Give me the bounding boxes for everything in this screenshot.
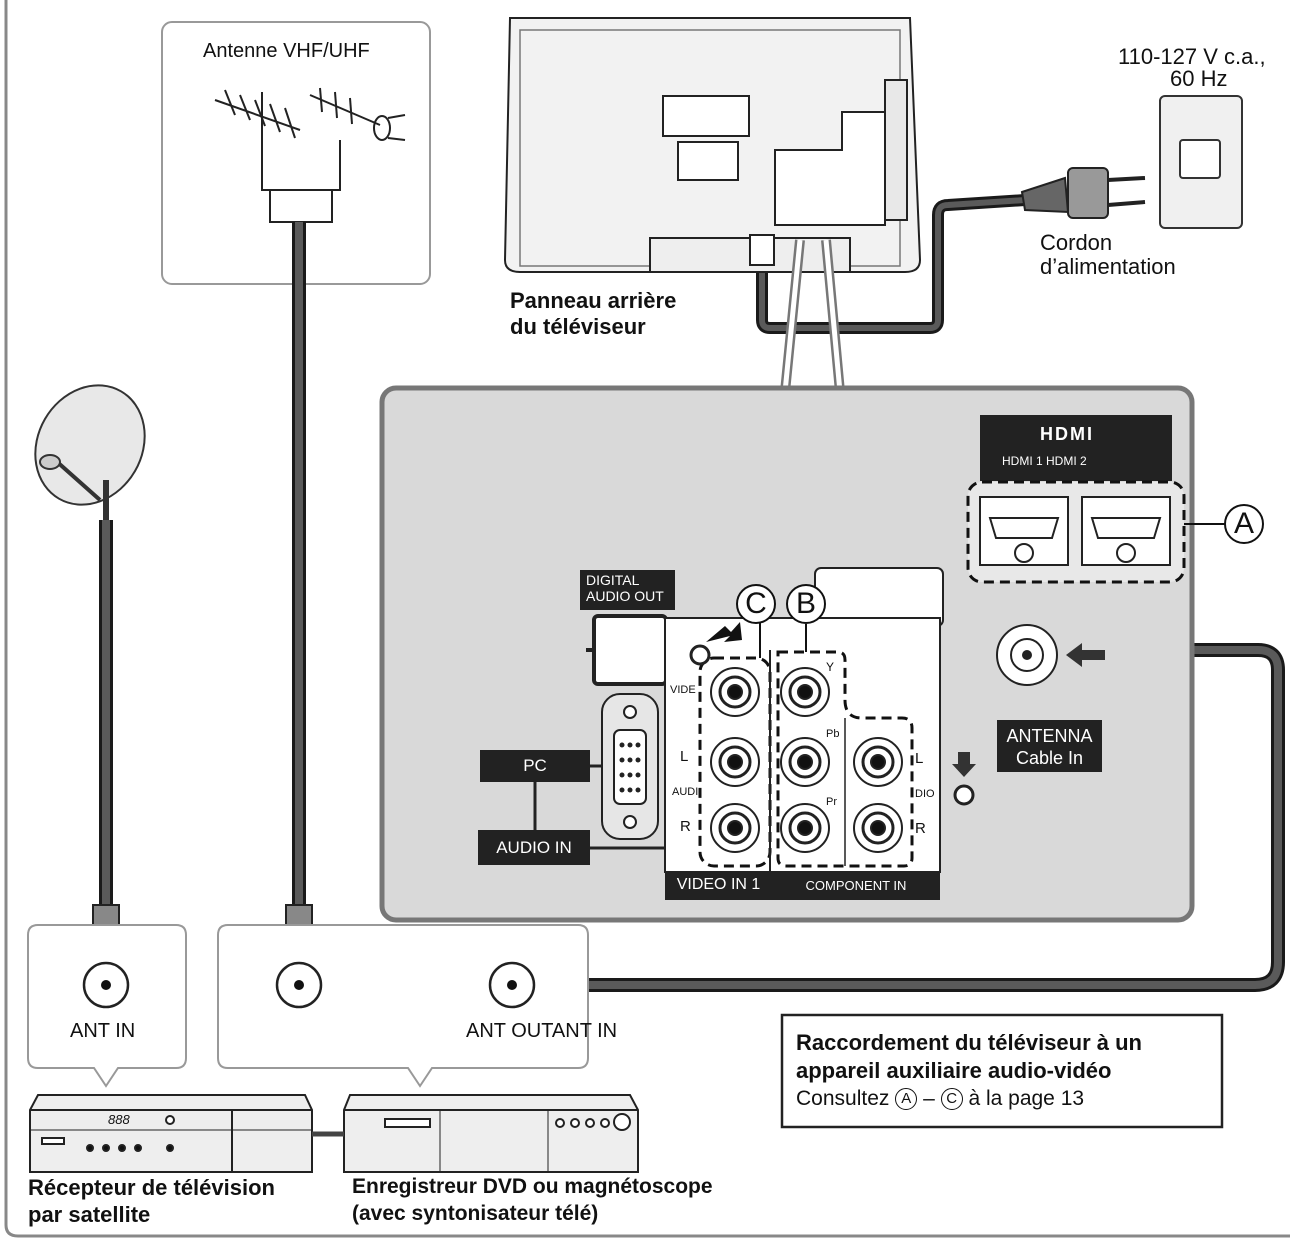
callout-b: B [786, 584, 826, 624]
rear-panel-line2: du téléviseur [510, 314, 646, 339]
dvd-recorder-line2: (avec syntonisateur télé) [352, 1202, 599, 1225]
antenna-icon [214, 87, 406, 191]
note-title-line1: Raccordement du téléviseur à un [796, 1030, 1142, 1055]
dvd-recorder-device [343, 1094, 639, 1173]
outlet-socket [1179, 139, 1221, 179]
antenna-label: Antenne VHF/UHF [203, 40, 370, 62]
port-r-left: R [680, 818, 691, 835]
zoom-callout-inner [782, 239, 843, 393]
coax-jacks-bottom [82, 961, 536, 1009]
video-in-1-label: VIDEO IN 1 [676, 876, 761, 893]
pc-label: PC [523, 756, 547, 775]
digital-audio-line1: DIGITAL [586, 572, 640, 588]
satellite-receiver-device [29, 1094, 313, 1173]
video-in-1-label-bg [665, 872, 772, 900]
hdmi-ports-label: HDMI 1 HDMI 2 [1002, 454, 1087, 468]
antenna-combiner [269, 189, 333, 223]
outer-frame [4, 0, 1290, 1238]
component-in-label: COMPONENT IN [805, 878, 907, 893]
note-page: à la page 13 [968, 1087, 1085, 1110]
pc-vga-port [601, 693, 659, 840]
antenna-cable-in-line2: Cable In [1015, 748, 1084, 768]
port-l-left: L [680, 748, 689, 765]
component-in-label-bg [772, 872, 940, 900]
satellite-receiver-line2: par satellite [28, 1202, 151, 1227]
port-video-label: VIDE [670, 684, 696, 696]
rear-panel-line1: Panneau arrière [510, 288, 677, 313]
component-in-group-b [776, 650, 914, 868]
note-reference: Consultez A – C à la page 13 [796, 1087, 1084, 1111]
rca-jacks [710, 667, 903, 853]
callout-a: A [1224, 504, 1264, 544]
port-r-right: R [915, 820, 926, 837]
audio-in-label-bg [478, 830, 590, 865]
power-cord-line2: d’alimentation [1040, 254, 1176, 279]
antenna-cable-in-jack [996, 624, 1058, 686]
hdmi-header [980, 415, 1172, 481]
antenna-cable-in-line1: ANTENNA [1006, 726, 1093, 746]
ant-in-label-satellite: ANT IN [70, 1020, 136, 1042]
small-jack [689, 644, 711, 666]
dvd-display: 888 [108, 1112, 130, 1127]
port-pb: Pb [826, 728, 840, 740]
note-consult: Consultez [796, 1087, 890, 1110]
audio-in-label: AUDIO IN [496, 838, 572, 857]
port-pr: Pr [826, 796, 837, 808]
digital-audio-label-bg [580, 570, 675, 610]
satellite-receiver-line1: Récepteur de télévision [28, 1175, 275, 1200]
hdmi-ports [979, 496, 1171, 566]
arrow-down-left-icon [706, 622, 742, 642]
arrow-left-icon [1066, 643, 1105, 667]
power-plug-icon [1020, 167, 1146, 219]
port-audio-right: DIO [915, 788, 935, 800]
power-spec-line2: 60 Hz [1170, 66, 1228, 91]
port-l-right: L [915, 750, 924, 767]
port-audio-left: AUDI [672, 786, 699, 798]
power-spec-line1: 110-127 V c.a., [1118, 44, 1266, 69]
power-cord-line1: Cordon [1040, 230, 1113, 255]
note-ref-c: C [940, 1088, 963, 1111]
note-dash: – [923, 1087, 935, 1110]
ant-out-ant-in-label: ANT OUTANT IN [466, 1020, 618, 1042]
satellite-dish-icon [34, 384, 146, 520]
dvd-recorder-line1: Enregistreur DVD ou magnétoscope [352, 1175, 713, 1198]
note-title-line2: appareil auxiliaire audio-vidéo [796, 1058, 1112, 1083]
antenna-label-bg [997, 720, 1102, 772]
tv-rear-panel [503, 17, 922, 273]
pc-label-bg [480, 750, 590, 782]
port-y: Y [826, 660, 835, 674]
ant-in-callout-dvd [217, 924, 589, 1088]
hdmi-logo: HDMI [1040, 424, 1094, 444]
callout-c: C [736, 584, 776, 624]
note-box [780, 1013, 1224, 1129]
optical-port [592, 614, 668, 686]
note-ref-a: A [895, 1088, 918, 1111]
cables [99, 194, 1285, 992]
headphone-jack [952, 752, 976, 806]
digital-audio-line2: AUDIO OUT [586, 588, 664, 604]
